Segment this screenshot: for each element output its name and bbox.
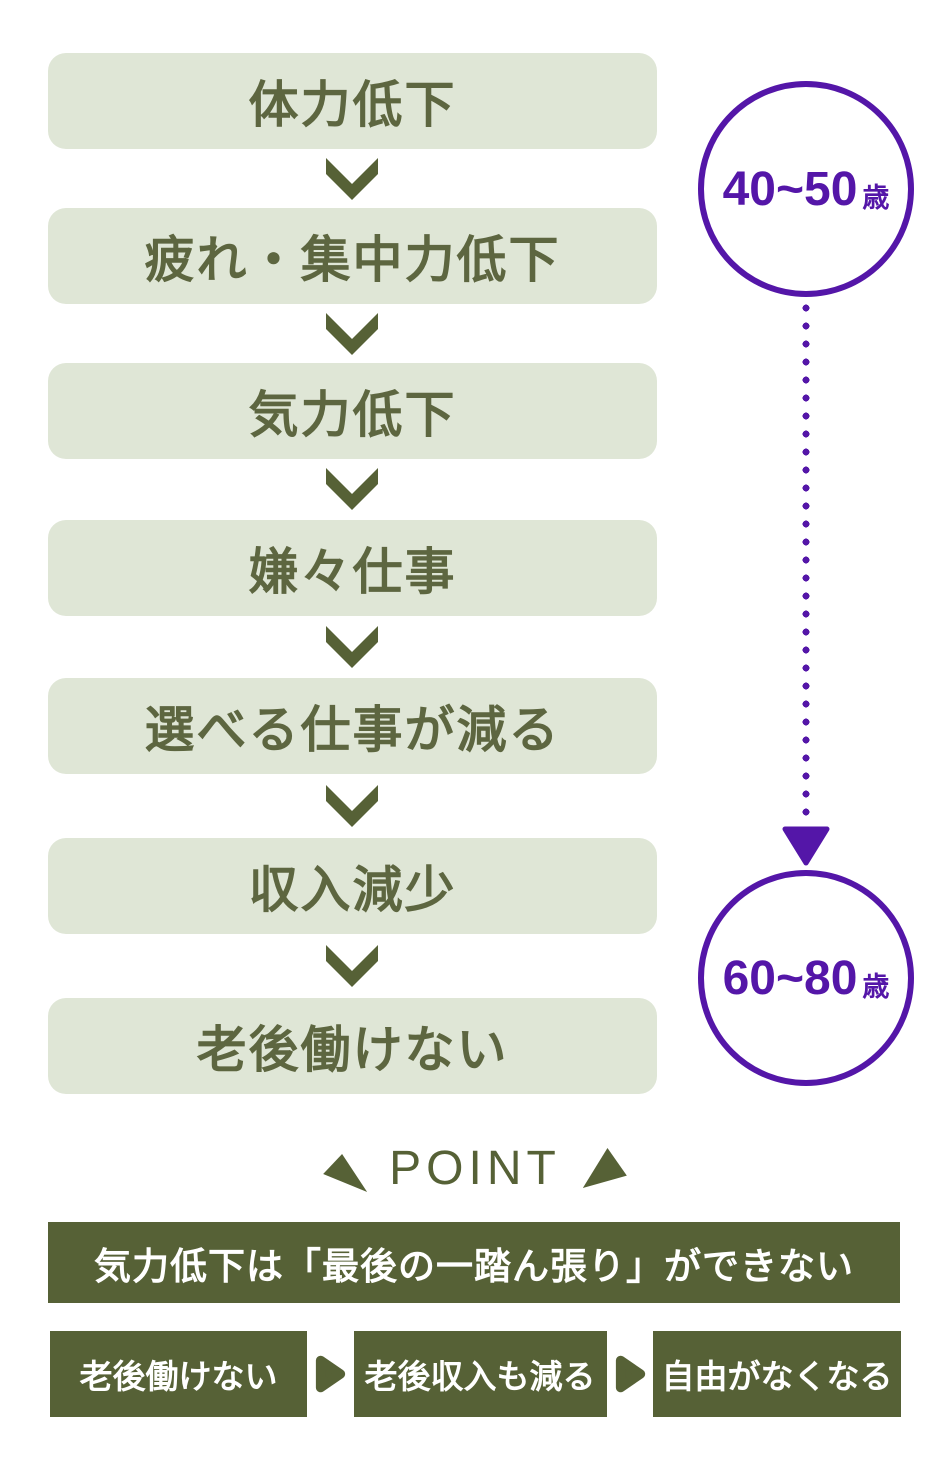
chevron-down-icon bbox=[326, 626, 378, 668]
timeline-arrow-down-icon bbox=[782, 826, 830, 866]
consequence-chain: 老後働けない 老後収入も減る 自由がなくなる bbox=[50, 1331, 901, 1417]
triangle-right-icon bbox=[582, 1148, 627, 1188]
flow-step-fatigue-concentration: 疲れ・集中力低下 bbox=[48, 208, 657, 304]
flow-step-willpower-decline: 気力低下 bbox=[48, 363, 657, 459]
chevron-down-icon bbox=[326, 313, 378, 355]
flow-step-reluctant-work: 嫌々仕事 bbox=[48, 520, 657, 616]
age-unit-start: 歳 bbox=[862, 182, 890, 213]
flow-step-income-decrease: 収入減少 bbox=[48, 838, 657, 934]
chevron-down-icon bbox=[326, 468, 378, 510]
triangle-left-icon bbox=[323, 1154, 368, 1192]
arrow-right-icon bbox=[316, 1355, 346, 1393]
chain-item-income-shrinks: 老後収入も減る bbox=[353, 1331, 607, 1417]
chain-item-lose-freedom: 自由がなくなる bbox=[653, 1331, 901, 1417]
age-range-end: 60~80 bbox=[722, 951, 858, 1005]
point-heading: POINT bbox=[0, 1141, 950, 1195]
chevron-down-icon bbox=[326, 945, 378, 987]
chain-item-cannot-work: 老後働けない bbox=[50, 1331, 307, 1417]
chevron-down-icon bbox=[326, 158, 378, 200]
flow-step-physical-decline: 体力低下 bbox=[48, 53, 657, 149]
point-banner: 気力低下は「最後の一踏ん張り」ができない bbox=[48, 1222, 900, 1303]
point-label: POINT bbox=[389, 1141, 561, 1195]
flow-step-fewer-job-choices: 選べる仕事が減る bbox=[48, 678, 657, 774]
chevron-down-icon bbox=[326, 785, 378, 827]
arrow-right-icon bbox=[615, 1355, 645, 1393]
age-unit-end: 歳 bbox=[862, 971, 890, 1002]
age-circle-60-80: 60~80 歳 bbox=[698, 870, 914, 1086]
timeline-dotted-line bbox=[802, 303, 810, 825]
age-circle-40-50: 40~50 歳 bbox=[698, 81, 914, 297]
flow-step-cannot-work-old-age: 老後働けない bbox=[48, 998, 657, 1094]
age-range-start: 40~50 bbox=[722, 162, 858, 216]
